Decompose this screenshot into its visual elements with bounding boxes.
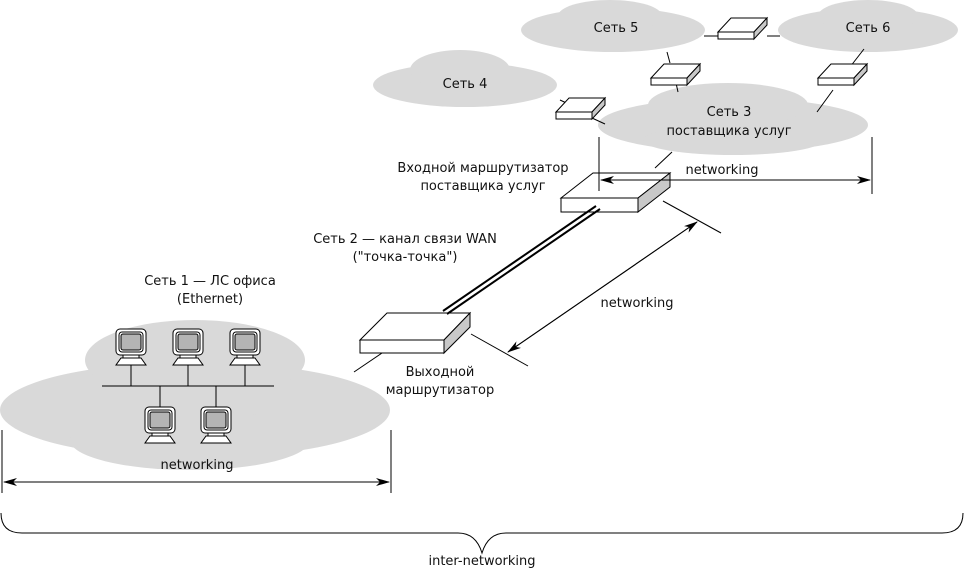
wan-span [470,200,722,367]
exit-router-label-2: маршрутизатор [386,383,495,398]
cloud-net6 [778,0,958,52]
computer-icon[interactable] [115,328,147,366]
overall-span-label: inter-networking [428,554,535,569]
net1-title: Сеть 1 — ЛС офиса [144,274,276,289]
wan-link [442,205,601,315]
net1-subtitle: (Ethernet) [177,292,243,307]
exit-router[interactable] [358,311,472,355]
net6-title: Сеть 6 [846,21,891,36]
lan-bus [102,364,274,407]
cloud-net3 [598,83,868,155]
exit-router-lan-link [353,352,383,373]
cloud-net5 [521,0,705,52]
computer-icon[interactable] [172,328,204,366]
entry-router-label-1: Входной маршрутизатор [397,161,568,176]
computer-icon[interactable] [200,406,232,444]
computer-icon[interactable] [144,406,176,444]
computer-icon[interactable] [229,328,261,366]
router-net5-net3[interactable] [649,62,702,87]
router-net6-net3[interactable] [816,62,869,87]
net2-title: Сеть 2 — канал связи WAN [313,232,497,247]
wan-span-label: networking [601,296,674,311]
net2-subtitle: ("точка-точка") [353,250,458,265]
net4-title: Сеть 4 [443,77,488,92]
router-net4-net3[interactable] [554,96,607,121]
lan-span [1,430,392,493]
net5-title: Сеть 5 [594,21,639,36]
exit-router-label-1: Выходной [406,365,475,380]
overall-brace [0,512,964,555]
provider-span [598,137,873,194]
net3-subtitle: поставщика услуг [666,124,791,139]
router-net5-net6[interactable] [716,16,769,41]
net3-title: Сеть 3 [707,105,752,120]
cloud-net4 [373,50,557,107]
entry-router[interactable] [559,171,672,214]
entry-router-label-2: поставщика услуг [420,179,545,194]
lan-span-label: networking [161,458,234,473]
provider-span-label: networking [686,163,759,178]
